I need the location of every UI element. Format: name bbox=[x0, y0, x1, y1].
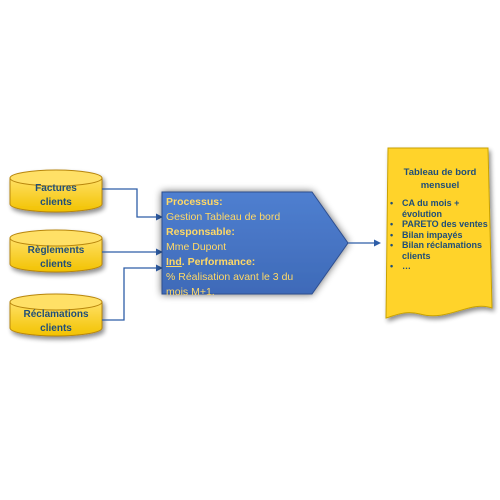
responsable-value: Mme Dupont bbox=[166, 241, 227, 253]
document-item-text: CA du mois + évolution bbox=[402, 198, 460, 219]
document-item: • PARETO des ventes bbox=[390, 219, 490, 230]
source-label-reglements: Règlements clients bbox=[11, 244, 101, 272]
source-label-line2: clients bbox=[40, 197, 72, 208]
document-item: • Bilan réclamations clients bbox=[390, 240, 490, 261]
indicator-label: Ind. Performance: bbox=[166, 255, 316, 270]
source-label-line1: Règlements bbox=[27, 245, 85, 256]
bullet-icon: • bbox=[390, 229, 394, 240]
processus-label: Processus: bbox=[166, 196, 223, 208]
document-item-text: PARETO des ventes bbox=[402, 219, 488, 229]
indicator-value: % Réalisation avant le 3 du mois M+1. bbox=[166, 271, 294, 298]
source-label-line1: Réclamations bbox=[23, 309, 89, 320]
source-label-line1: Factures bbox=[35, 183, 77, 194]
responsable-label: Responsable: bbox=[166, 226, 235, 238]
arrowhead-reglements bbox=[156, 248, 163, 256]
bullet-icon: • bbox=[390, 261, 394, 271]
cylinder-reglements bbox=[9, 229, 103, 273]
connector-reclamations bbox=[102, 267, 158, 321]
document-item-text: Bilan impayés bbox=[402, 229, 463, 240]
document-item-list: • CA du mois + évolution • PARETO des vent… bbox=[390, 198, 490, 272]
connector-arrowheads bbox=[156, 213, 163, 272]
output-arrow bbox=[348, 239, 381, 247]
source-label-line2: clients bbox=[40, 259, 72, 270]
bullet-icon: • bbox=[390, 219, 394, 229]
document-shape bbox=[385, 147, 493, 319]
connectors bbox=[102, 188, 158, 321]
connector-factures bbox=[102, 188, 158, 218]
processus-value: Gestion Tableau de bord bbox=[166, 211, 281, 223]
document-title: Tableau de bord mensuel bbox=[403, 167, 477, 191]
process-text-block: Processus: Gestion Tableau de bord Respo… bbox=[166, 195, 316, 300]
document-item: •… bbox=[390, 261, 490, 272]
bullet-icon: • bbox=[390, 198, 394, 208]
document-item-text: Bilan réclamations clients bbox=[402, 240, 483, 261]
bullet-icon: • bbox=[390, 240, 394, 250]
indicator-label-abbrev: Ind bbox=[166, 256, 182, 268]
indicator-label-rest: . Performance: bbox=[181, 256, 256, 268]
document-item: • Bilan impayés bbox=[390, 230, 490, 241]
cylinder-factures bbox=[9, 169, 103, 213]
source-label-reclamations: Réclamations clients bbox=[11, 308, 101, 336]
cylinder-reclamations bbox=[9, 293, 103, 337]
source-label-line2: clients bbox=[40, 323, 72, 334]
source-label-factures: Factures clients bbox=[11, 182, 101, 210]
arrowhead-factures bbox=[156, 213, 163, 221]
arrowhead-reclamations bbox=[156, 264, 163, 272]
document-item: • CA du mois + évolution bbox=[390, 198, 490, 219]
process-shape bbox=[161, 191, 349, 295]
document-item-text: … bbox=[402, 261, 411, 271]
